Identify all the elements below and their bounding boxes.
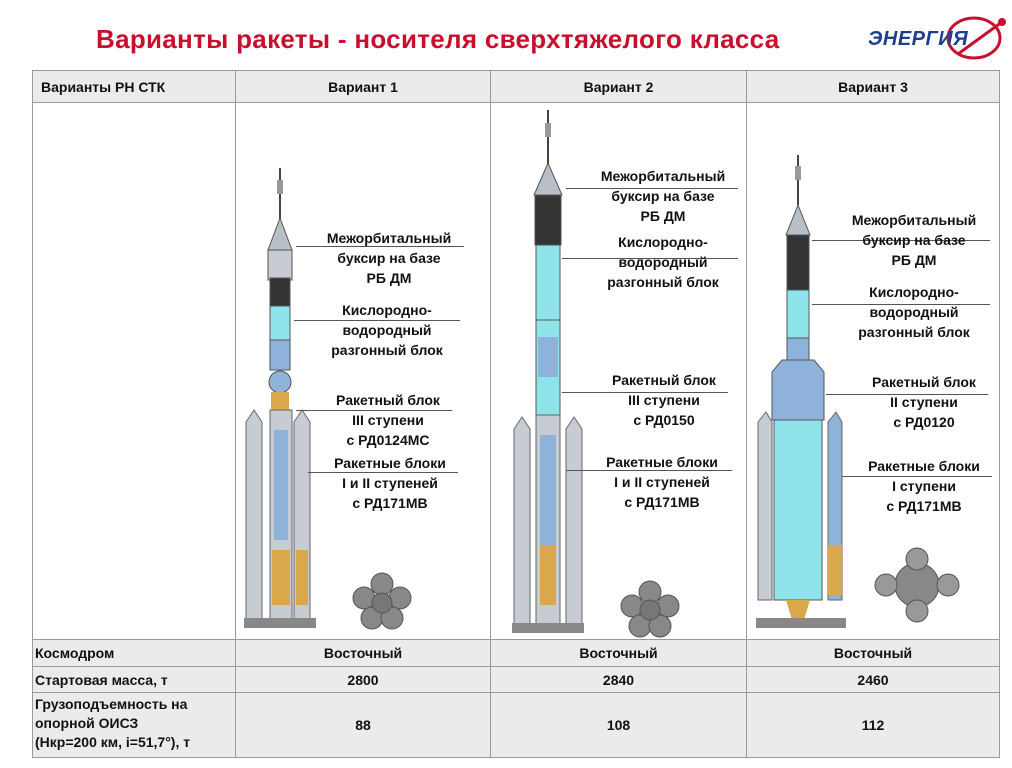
page-title: Варианты ракеты - носителя сверхтяжелого… [96, 24, 780, 54]
cosmodrome-v3: Восточный [833, 645, 913, 661]
pointer-line [294, 320, 460, 321]
cluster-layout-v2-icon [620, 580, 680, 638]
header-variant-2: Вариант 2 [583, 79, 654, 95]
logo-ring-icon [946, 16, 1006, 60]
pointer-line [566, 470, 732, 471]
rocket-variant-3 [756, 155, 846, 628]
pointer-line [826, 394, 988, 395]
launch-mass-v2: 2840 [602, 672, 635, 688]
rocket-variant-1 [244, 168, 316, 628]
cosmodrome-v2: Восточный [579, 645, 658, 661]
col-divider [235, 71, 236, 757]
pointer-line [562, 258, 738, 259]
cosmodrome-v1: Восточный [323, 645, 403, 661]
header-variant-3: Вариант 3 [838, 79, 908, 95]
table-header-row [33, 71, 999, 103]
row-label-launch-mass: Стартовая масса, т [35, 672, 168, 688]
cluster-layout-v1-icon [352, 572, 412, 630]
comparison-table: Варианты РН СТК Вариант 1 Вариант 2 Вари… [32, 70, 1000, 758]
row-launch-mass [33, 667, 999, 693]
launch-mass-v1: 2800 [347, 672, 379, 688]
logo-text: ЭНЕРГИЯ [868, 28, 969, 50]
header-variant-1: Вариант 1 [328, 79, 398, 95]
row-payload [33, 693, 999, 757]
pointer-line [566, 188, 738, 189]
row-cosmodrome [33, 639, 999, 667]
pointer-line [308, 472, 458, 473]
rocket-variant-2 [512, 110, 584, 633]
energia-logo: ЭНЕРГИЯ [862, 14, 1012, 66]
row-label-cosmodrome: Космодром [35, 645, 115, 661]
pointer-line [296, 246, 464, 247]
launch-mass-v3: 2460 [857, 672, 889, 688]
row-label-payload: Грузоподъемность на опорной ОИСЗ (Нкр=20… [35, 696, 191, 750]
pointer-line [842, 476, 992, 477]
payload-v2: 108 [606, 717, 631, 733]
pointer-line [812, 240, 990, 241]
pointer-line [562, 392, 728, 393]
pointer-line [812, 304, 990, 305]
col-divider [746, 71, 747, 757]
payload-v3: 112 [861, 717, 885, 733]
pointer-line [296, 410, 452, 411]
col-divider [490, 71, 491, 757]
header-label: Варианты РН СТК [41, 79, 166, 95]
cluster-layout-v3-icon [874, 547, 960, 623]
payload-v1: 88 [355, 717, 371, 733]
